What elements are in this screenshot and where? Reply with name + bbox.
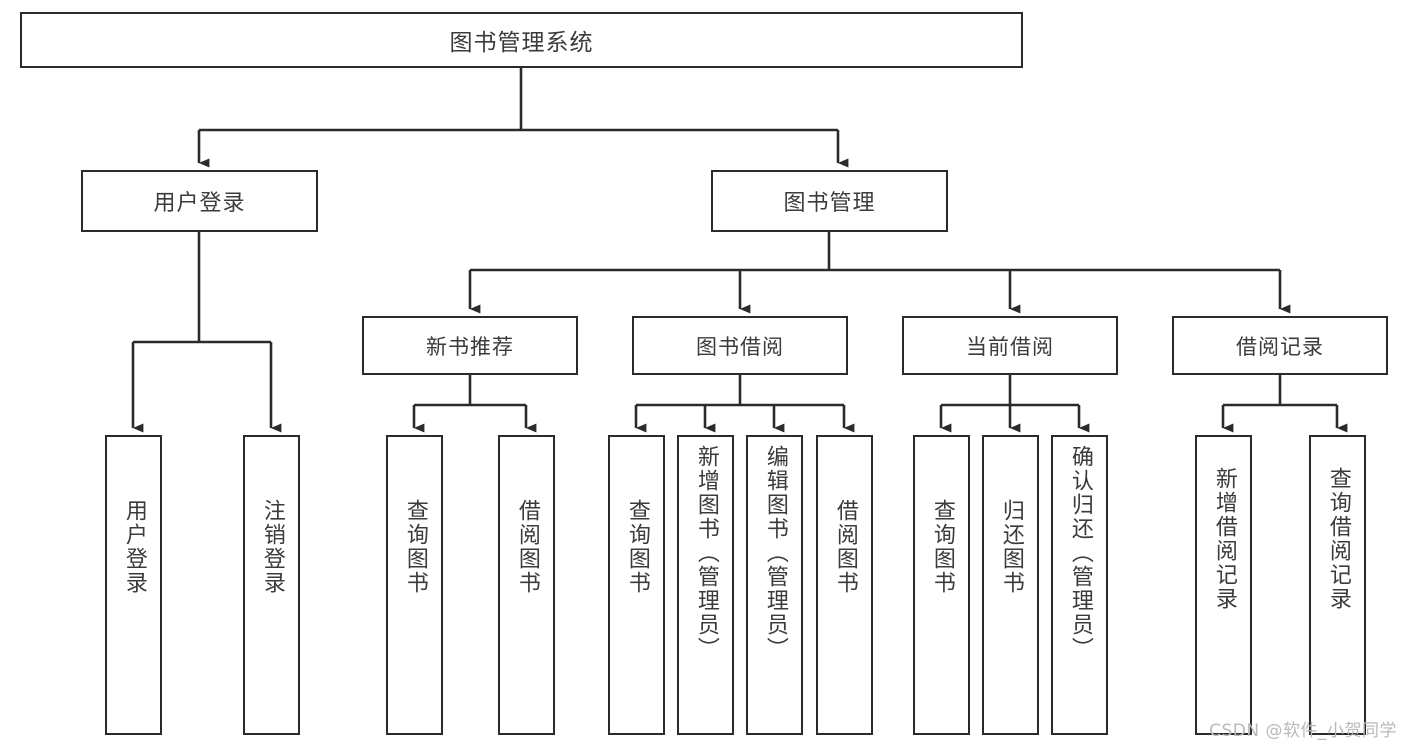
leaf-borrow-book-recommend[interactable]: 借阅图书: [498, 435, 555, 735]
leaf-label: 查询图书: [624, 499, 650, 595]
node-label: 用户登录: [153, 191, 246, 216]
node-label: 当前借阅: [966, 334, 1054, 359]
node-label: 新书推荐: [426, 334, 514, 359]
leaf-label: 查询借阅记录: [1325, 467, 1351, 611]
leaf-query-book-borrow[interactable]: 查询图书: [608, 435, 665, 735]
node-label: 图书管理: [783, 191, 876, 216]
node-label: 图书借阅: [696, 334, 784, 359]
leaf-add-book-admin[interactable]: 新增图书（管理员）: [677, 435, 734, 735]
node-book-management-system[interactable]: 图书管理系统: [20, 12, 1023, 68]
node-label: 借阅记录: [1236, 334, 1324, 359]
node-user-login[interactable]: 用户登录: [81, 170, 318, 232]
leaf-label: 编辑图书（管理员）: [762, 445, 788, 661]
leaf-return-book[interactable]: 归还图书: [982, 435, 1039, 735]
leaf-edit-book-admin[interactable]: 编辑图书（管理员）: [746, 435, 803, 735]
leaf-add-borrow-record[interactable]: 新增借阅记录: [1195, 435, 1252, 735]
leaf-label: 确认归还（管理员）: [1067, 445, 1093, 661]
node-label: 图书管理系统: [449, 30, 594, 56]
leaf-label: 用户登录: [121, 499, 147, 595]
leaf-logout[interactable]: 注销登录: [243, 435, 300, 735]
leaf-query-borrow-record[interactable]: 查询借阅记录: [1309, 435, 1366, 735]
node-current-borrow[interactable]: 当前借阅: [902, 316, 1118, 375]
leaf-label: 新增借阅记录: [1211, 467, 1237, 611]
node-new-book-recommend[interactable]: 新书推荐: [362, 316, 578, 375]
leaf-confirm-return-admin[interactable]: 确认归还（管理员）: [1051, 435, 1108, 735]
leaf-label: 查询图书: [402, 499, 428, 595]
node-book-management[interactable]: 图书管理: [711, 170, 948, 232]
leaf-label: 注销登录: [259, 499, 285, 595]
leaf-label: 借阅图书: [832, 499, 858, 595]
leaf-label: 借阅图书: [514, 499, 540, 595]
node-borrow-record[interactable]: 借阅记录: [1172, 316, 1388, 375]
leaf-user-login[interactable]: 用户登录: [105, 435, 162, 735]
leaf-label: 新增图书（管理员）: [693, 445, 719, 661]
leaf-borrow-book[interactable]: 借阅图书: [816, 435, 873, 735]
leaf-label: 查询图书: [929, 499, 955, 595]
node-book-borrow[interactable]: 图书借阅: [632, 316, 848, 375]
leaf-label: 归还图书: [998, 499, 1024, 595]
csdn-watermark: CSDN @软件_小贺同学: [1209, 721, 1397, 741]
leaf-query-book-recommend[interactable]: 查询图书: [386, 435, 443, 735]
leaf-query-book-current[interactable]: 查询图书: [913, 435, 970, 735]
